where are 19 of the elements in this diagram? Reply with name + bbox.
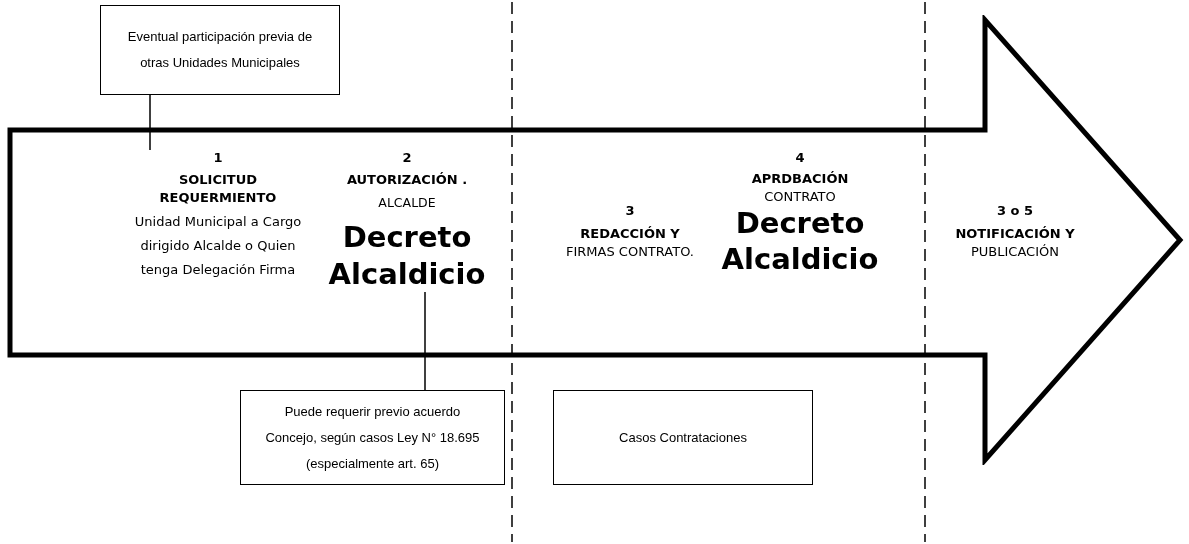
stage-description: Unidad Municipal a Cargo dirigido Alcalde o Quien tenga Delegación Firma <box>133 213 303 280</box>
stage-number: 4 <box>794 150 806 165</box>
leader-line <box>149 94 151 151</box>
stage-title: REDACCIÓN Y FIRMAS CONTRATO. <box>565 225 695 261</box>
stage-title: APRDBACIÓN CONTRATO <box>750 170 850 206</box>
stage-title: NOTIFICACIÓN Y PUBLICACIÓN <box>954 225 1076 261</box>
stage-number: 3 o 5 <box>995 203 1035 218</box>
stage-title: SOLICITUD REQUERMIENTO <box>158 171 278 207</box>
note-box: Casos Contrataciones <box>553 390 813 485</box>
stage-title: AUTORIZACIÓN . <box>345 171 469 189</box>
leader-line <box>424 291 426 391</box>
stage-number: 1 <box>212 150 224 165</box>
note-box: Puede requerir previo acuerdo Concejo, según casos Ley N° 18.695 (especialmente art. 65) <box>240 390 505 485</box>
stage-number: 2 <box>401 150 413 165</box>
stage-number: 3 <box>624 203 636 218</box>
decree-text: Decreto Alcaldicio <box>327 219 487 292</box>
decree-text: Decreto Alcaldicio <box>720 205 880 278</box>
stage-subtitle: ALCALDE <box>377 194 437 212</box>
note-box: Eventual participación previa de otras Unidades Municipales <box>100 5 340 95</box>
